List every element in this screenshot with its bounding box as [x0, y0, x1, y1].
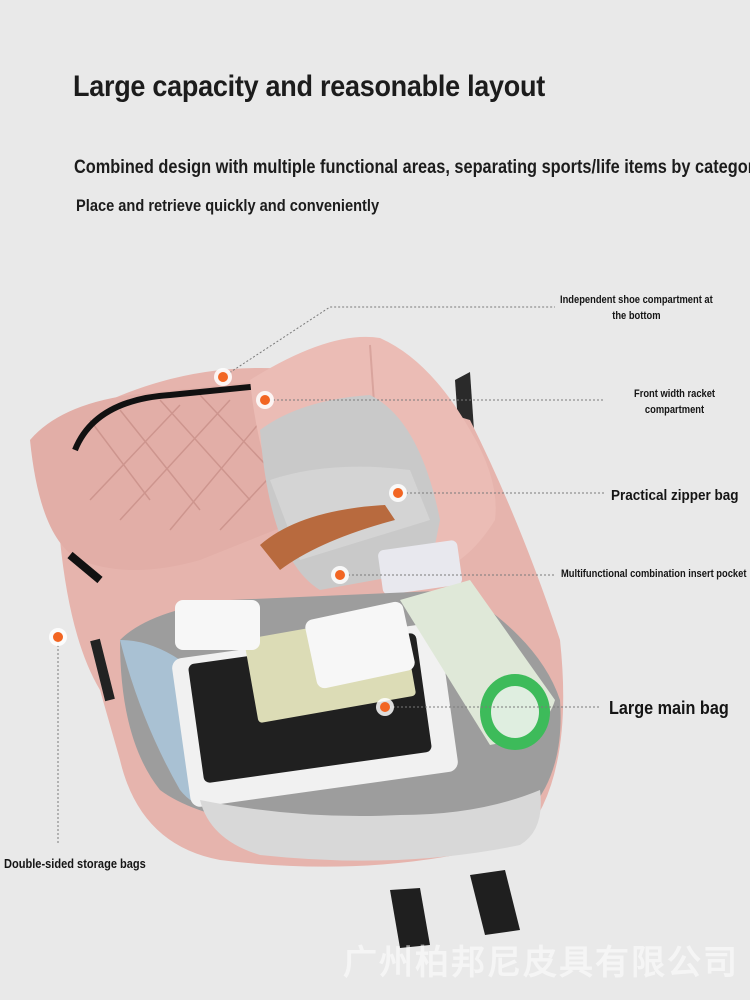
callout-zipper-bag: Practical zipper bag — [611, 487, 739, 504]
callout-racket-line-2: compartment — [644, 404, 705, 416]
callout-shoe-line-2: the bottom — [612, 310, 661, 322]
callout-storage-bags: Double-sided storage bags — [4, 856, 146, 871]
callout-racket-compartment: Front width racket compartment — [634, 386, 715, 418]
page-title: Large capacity and reasonable layout — [73, 70, 545, 103]
backpack-illustration — [30, 336, 564, 948]
marker-insert-pocket — [331, 566, 349, 584]
callout-shoe-line-1: Independent shoe compartment at — [560, 294, 713, 306]
marker-zipper-bag — [389, 484, 407, 502]
marker-main-bag — [376, 698, 394, 716]
callout-insert-pocket: Multifunctional combination insert pocke… — [561, 568, 747, 580]
callout-main-bag: Large main bag — [609, 698, 729, 718]
leader-lines — [57, 306, 605, 845]
subtitle-line-2: Place and retrieve quickly and convenien… — [76, 196, 380, 215]
subtitle-line-1: Combined design with multiple functional… — [74, 157, 750, 178]
callout-racket-line-1: Front width racket — [634, 388, 716, 400]
marker-shoe-compartment — [214, 368, 232, 386]
callout-shoe-compartment: Independent shoe compartment at the bott… — [560, 292, 713, 324]
marker-storage-bags — [49, 628, 67, 646]
hotspot-markers — [49, 368, 407, 716]
marker-racket-compartment — [256, 391, 274, 409]
company-watermark: 广州柏邦尼皮具有限公司 — [343, 943, 739, 983]
